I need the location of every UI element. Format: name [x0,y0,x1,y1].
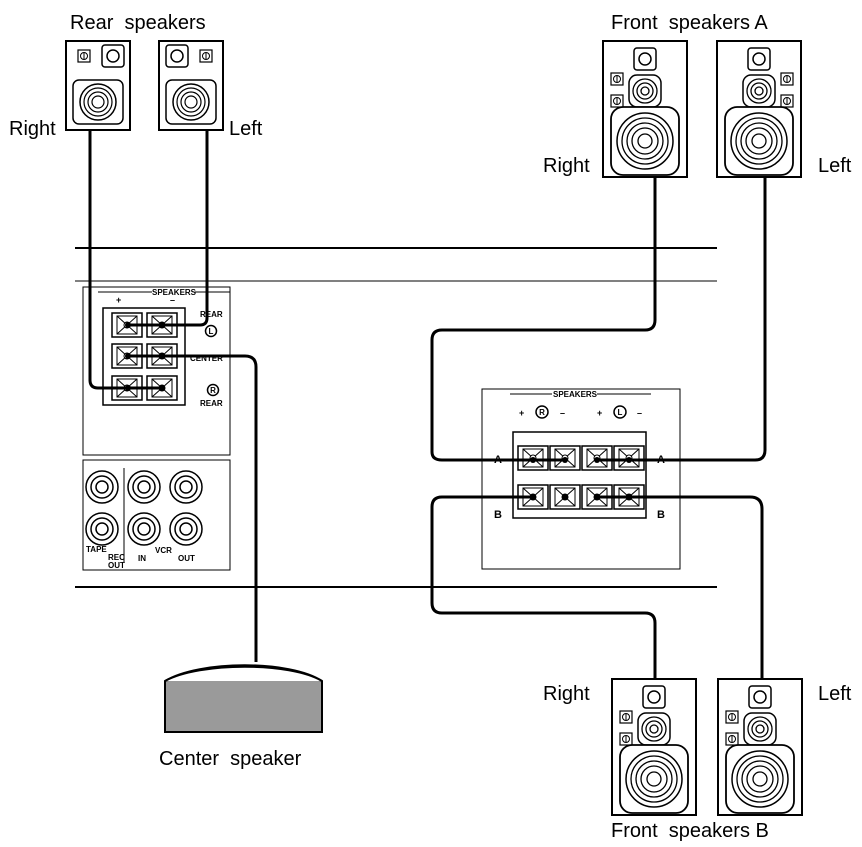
front-b-label: Front speakers B [611,820,769,842]
terminal-connection-dots [125,322,632,500]
left-rear-bottom: REAR [200,399,223,408]
left-l-mark: L [209,327,214,336]
left-speakers-title: SPEAKERS [152,288,197,297]
left-center: CENTER [190,354,223,363]
front-a-label: Front speakers A [611,12,768,34]
rear-speaker-left [158,40,224,131]
speaker-wires [88,130,767,679]
chassis-lines [75,247,717,588]
front-a-right-label: Right [543,155,590,177]
front-a-left-label: Left [818,155,852,177]
tape-label: TAPE [86,545,107,554]
out-label: OUT [178,554,195,563]
left-rear-top: REAR [200,310,223,319]
in-label: IN [138,554,146,563]
front-speaker-b-left [718,679,802,815]
rear-speakers-label: Rear speakers [70,12,206,34]
rear-speaker-right [65,40,131,131]
rear-left-label: Left [229,118,263,140]
right-plus-2: + [597,408,602,418]
left-r-mark: R [210,386,216,395]
right-r-mark: R [539,408,545,417]
left-plus: + [116,295,121,305]
left-minus: – [170,295,175,305]
front-b-left-label: Left [818,683,852,705]
rec-out-label: OUT [108,561,125,570]
front-speaker-b-right [612,679,696,815]
center-speaker-label: Center speaker [159,748,302,770]
right-speaker-terminal-panel: SPEAKERS + R – + L – A A B B [481,388,681,570]
front-b-right-label: Right [543,683,590,705]
right-b-left: B [494,509,502,521]
right-minus-2: – [637,408,642,418]
rear-right-label: Right [9,118,56,140]
input-jacks-panel: TAPE REC OUT IN VCR OUT [82,459,231,571]
right-l-mark: L [618,408,623,417]
right-b-right: B [657,509,665,521]
right-plus-1: + [519,408,524,418]
front-speaker-a-right [603,41,687,177]
vcr-label: VCR [155,546,172,555]
right-speakers-title: SPEAKERS [553,390,598,399]
center-speaker [164,664,323,733]
front-speaker-a-left [717,41,801,177]
rec-label: REC [108,553,125,562]
right-minus-1: – [560,408,565,418]
